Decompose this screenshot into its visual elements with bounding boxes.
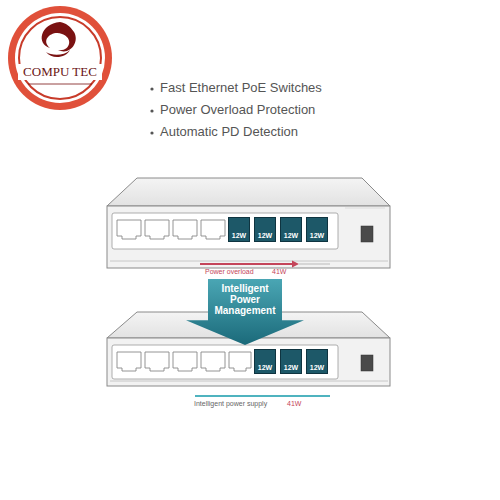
- status-label: Power overload: [205, 268, 254, 275]
- poe-port: 12W: [228, 217, 250, 242]
- port-wattage: 12W: [258, 232, 272, 241]
- feature-bullet: Automatic PD Detection: [160, 124, 298, 139]
- arrow-text-area: Intelligent Power Management: [186, 279, 304, 317]
- power-value-box: 41W: [272, 268, 286, 276]
- arrow-label: Intelligent Power Management: [210, 283, 280, 317]
- poe-port: 12W: [254, 349, 276, 374]
- poe-port: 12W: [306, 217, 328, 242]
- port-wattage: 12W: [310, 232, 324, 241]
- logo-text: COMPU TEC: [23, 64, 97, 79]
- poe-port: 12W: [280, 349, 302, 374]
- power-value-box: 41W: [287, 400, 301, 408]
- port-wattage: 12W: [284, 232, 298, 241]
- status-label-box: Power overload: [205, 268, 254, 276]
- port-wattage: 12W: [284, 364, 298, 373]
- power-value: 41W: [287, 400, 301, 407]
- feature-bullet-box: Fast Ethernet PoE Switches: [160, 81, 322, 96]
- power-value: 41W: [272, 268, 286, 275]
- port-wattage: 12W: [310, 364, 324, 373]
- power-management-arrow: Intelligent Power Management: [186, 279, 304, 345]
- feature-bullet-box: Power Overload Protection: [160, 103, 315, 118]
- poe-port: 12W: [254, 217, 276, 242]
- status-label-box: Intelligent power supply: [194, 400, 267, 408]
- poe-port: 12W: [306, 349, 328, 374]
- port-wattage: 12W: [232, 232, 246, 241]
- logo: [8, 6, 112, 110]
- arrow-fill: [186, 279, 304, 345]
- feature-bullet-box: Automatic PD Detection: [160, 125, 298, 140]
- feature-bullet: Fast Ethernet PoE Switches: [160, 80, 322, 95]
- logo-text-box: COMPU TEC: [21, 65, 99, 80]
- poe-switch: [107, 178, 390, 268]
- status-label: Intelligent power supply: [194, 400, 267, 407]
- feature-bullet: Power Overload Protection: [160, 102, 315, 117]
- port-wattage: 12W: [258, 364, 272, 373]
- poe-port: 12W: [280, 217, 302, 242]
